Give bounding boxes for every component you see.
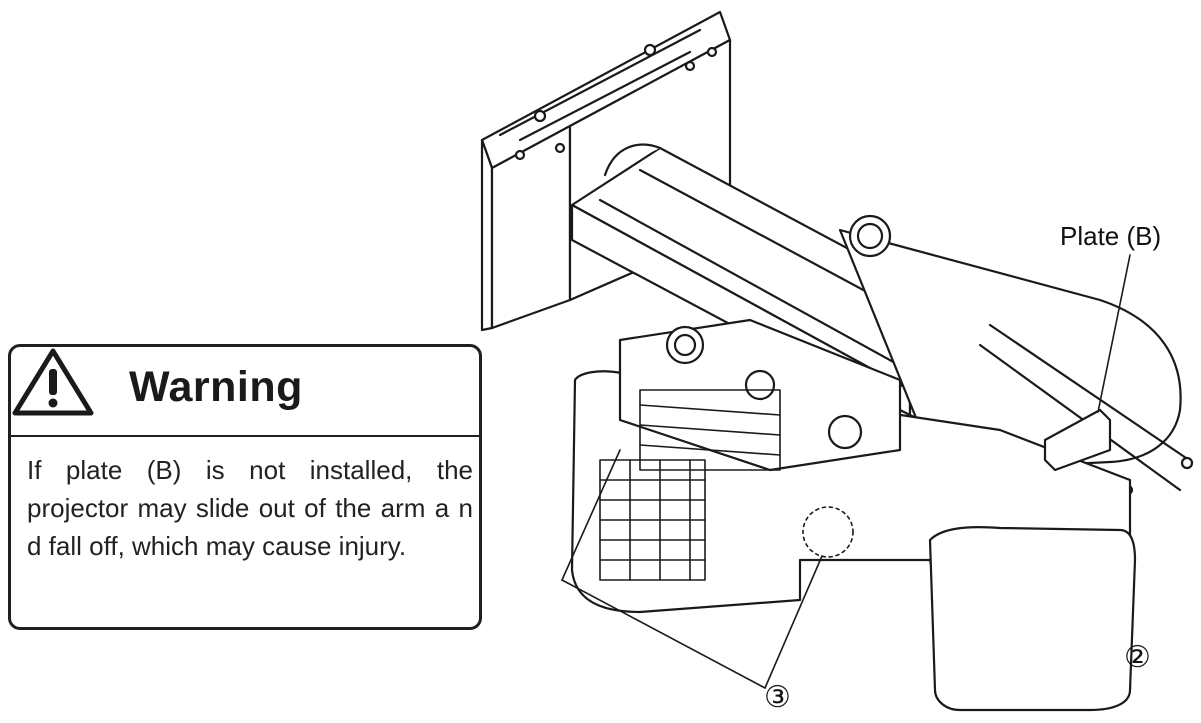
warning-header: Warning <box>11 347 479 437</box>
callout-leaders <box>561 254 1131 689</box>
callout-2: ② <box>1124 640 1151 675</box>
warning-text: If plate (B) is not installed, the proje… <box>27 455 473 561</box>
projector-vent <box>599 389 781 581</box>
plate-b-part <box>1043 408 1112 472</box>
warning-message: If plate (B) is not installed, the proje… <box>27 451 473 565</box>
warning-title: Warning <box>129 363 303 411</box>
warning-triangle-icon <box>12 348 94 416</box>
plate-b-label: Plate (B) <box>1060 221 1162 251</box>
projector-body <box>570 318 1137 712</box>
warning-box: Warning If plate (B) is not installed, t… <box>8 344 482 630</box>
callout-3: ③ <box>764 680 791 715</box>
